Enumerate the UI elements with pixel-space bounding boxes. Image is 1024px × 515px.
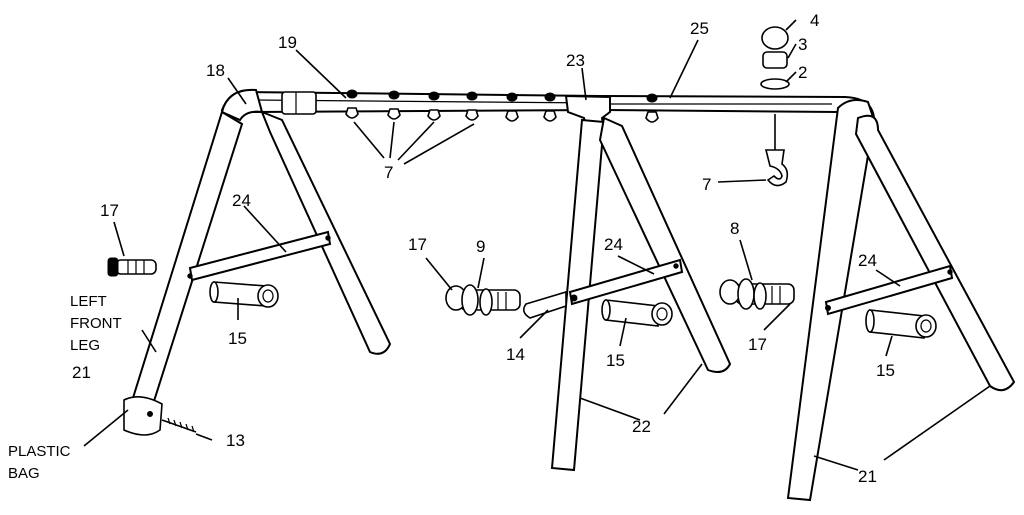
bolt-part-8 (719, 278, 795, 310)
left-a-frame (107, 110, 392, 436)
label-part-2: 2 (798, 63, 807, 82)
label-part-13: 13 (226, 431, 245, 450)
label-part-17-center: 17 (408, 235, 427, 254)
right-a-frame (719, 99, 1016, 502)
label-part-4: 4 (810, 11, 819, 30)
label-part-19: 19 (278, 33, 297, 52)
label-part-23: 23 (566, 51, 585, 70)
label-left-front-leg-1: LEFT (70, 293, 107, 310)
label-part-15-right: 15 (876, 361, 895, 380)
label-part-9: 9 (476, 237, 485, 256)
label-part-21-right: 21 (858, 467, 877, 486)
label-part-3: 3 (798, 35, 807, 54)
label-part-8: 8 (730, 219, 739, 238)
label-plastic-bag-1: PLASTIC (8, 443, 71, 460)
label-plastic-bag-2: BAG (8, 465, 40, 482)
part-labels: 4 3 2 25 23 19 18 7 7 17 24 15 LEFT FRON… (8, 11, 895, 486)
center-a-frame (445, 116, 732, 472)
label-part-14: 14 (506, 345, 525, 364)
leg-foot-cap (123, 396, 163, 436)
label-part-15-center: 15 (606, 351, 625, 370)
beam-clamp (281, 91, 317, 115)
washer-part-2 (760, 78, 790, 90)
center-rear-leg (598, 116, 732, 373)
label-left-front-leg-3: LEG (70, 337, 100, 354)
hook-part-7 (764, 149, 789, 187)
leader-lines (83, 19, 991, 471)
swing-hook-assembly (760, 26, 790, 187)
cap-part-4 (761, 26, 789, 50)
right-rear-leg (854, 114, 1016, 392)
nut-part-3 (762, 51, 788, 69)
label-part-22: 22 (632, 417, 651, 436)
sleeve-part-15-center (605, 299, 659, 327)
label-part-24-left: 24 (232, 191, 251, 210)
label-part-18: 18 (206, 61, 225, 80)
bolt-part-9 (445, 284, 521, 316)
label-part-24-right: 24 (858, 251, 877, 270)
bracket-part-14 (522, 290, 567, 319)
label-part-24-center: 24 (604, 235, 623, 254)
left-brace (188, 230, 332, 282)
label-part-7-hook: 7 (702, 175, 711, 194)
label-part-7-row: 7 (384, 163, 393, 182)
label-part-15-left: 15 (228, 329, 247, 348)
label-part-17-left: 17 (100, 201, 119, 220)
label-part-25: 25 (690, 19, 709, 38)
label-part-21-left: 21 (72, 363, 91, 382)
swing-hangers (345, 89, 659, 123)
label-left-front-leg-2: FRONT (70, 315, 122, 332)
label-part-17-right: 17 (748, 335, 767, 354)
